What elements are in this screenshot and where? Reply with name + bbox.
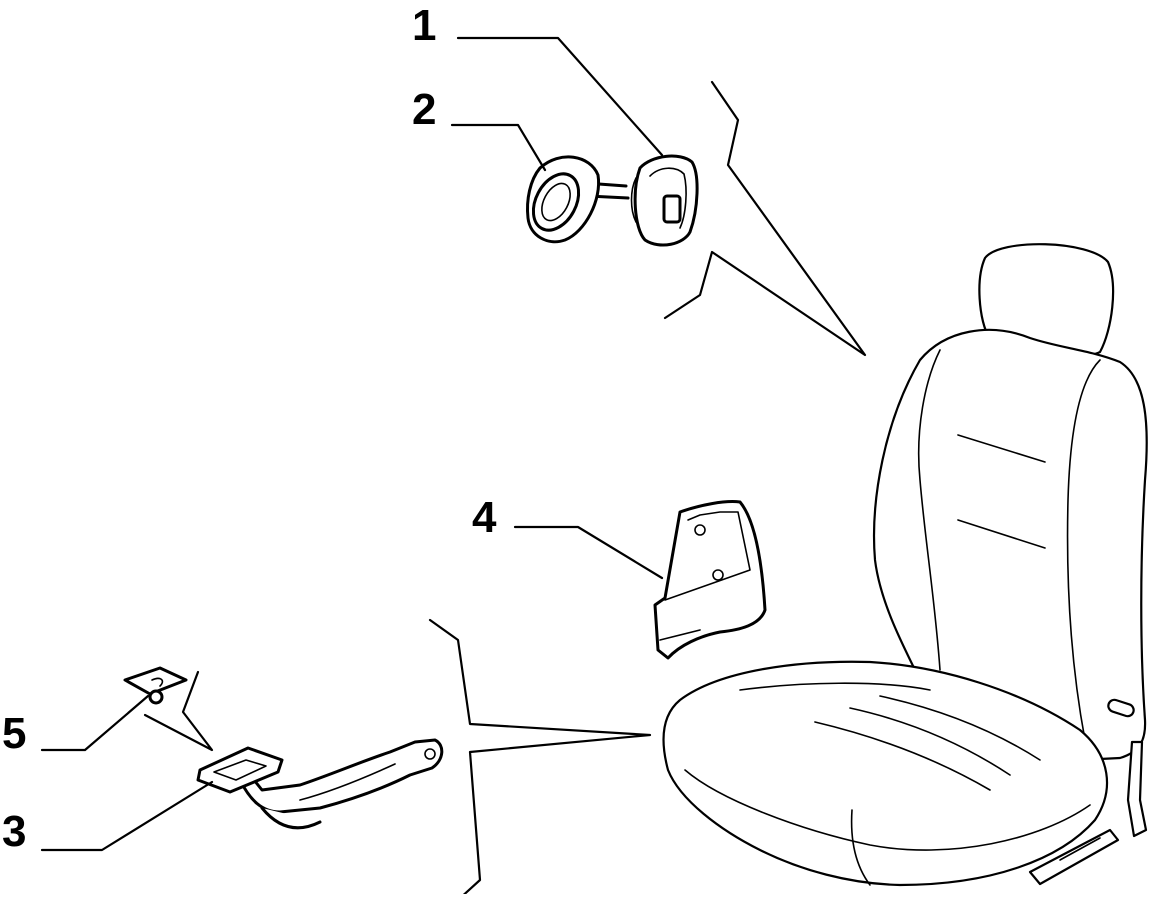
leader-5: [40, 694, 150, 752]
callout-4: 4: [472, 493, 497, 542]
seat-assembly: [662, 243, 1148, 887]
part-2-knob: [526, 155, 630, 244]
cushion-front-edge: [684, 769, 1091, 851]
backrest-seam-lower: [957, 519, 1046, 549]
leader-4: [513, 525, 664, 580]
part-1-knob-housing: [630, 154, 699, 247]
seat-cushion: [662, 660, 1109, 887]
headrest: [978, 243, 1115, 358]
leader-3: [40, 780, 214, 852]
leader-2: [450, 123, 547, 172]
rail-detail: [1059, 837, 1101, 861]
backrest-seam-upper: [957, 434, 1046, 463]
part-3-lever-handle: [196, 738, 444, 830]
part-5-clip: [123, 666, 188, 705]
seat-slide-rail: [1028, 828, 1120, 886]
callout-2: 2: [412, 85, 437, 134]
cushion-seam-2: [849, 707, 1011, 776]
cushion-seam-1: [814, 721, 991, 791]
callout-3: 3: [2, 807, 27, 856]
callout-1: 1: [412, 1, 437, 50]
backrest-bolster-right: [1066, 359, 1101, 741]
break-line-top: [663, 80, 867, 357]
break-line-middle: [428, 618, 652, 899]
recline-knob: [1107, 698, 1135, 718]
leader-lines: [40, 36, 664, 852]
cushion-side-curve: [850, 809, 871, 886]
cushion-seam-3: [879, 695, 1041, 761]
break-line-left: [143, 670, 214, 752]
backrest: [872, 328, 1148, 762]
leader-1: [456, 36, 664, 157]
part-4-side-trim: [653, 500, 767, 660]
seat-side-bracket: [1126, 740, 1148, 838]
callout-5: 5: [2, 709, 27, 758]
explosion-lines: [143, 80, 867, 899]
cushion-bolster-line: [739, 682, 931, 691]
backrest-inner-contour: [917, 349, 941, 671]
